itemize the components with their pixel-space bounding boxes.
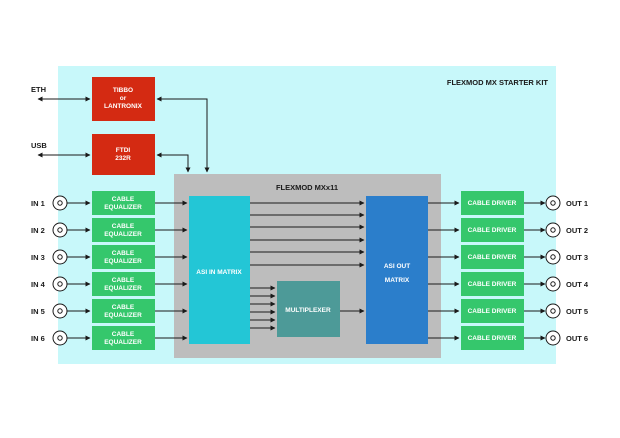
asi-in-label: ASI IN MATRIX: [196, 269, 242, 276]
cable-driver-block: [461, 326, 524, 350]
equalizer-label-line-2: EQUALIZER: [104, 204, 142, 211]
bnc-connector-pin: [550, 335, 556, 341]
cable-driver-label: CABLE DRIVER: [468, 254, 517, 261]
tibbo-line-3: LANTRONIX: [104, 103, 143, 110]
tibbo-line-1: TIBBO: [113, 87, 133, 94]
output-label: OUT 2: [566, 226, 588, 235]
equalizer-label-line-2: EQUALIZER: [104, 258, 142, 265]
equalizer-label-line-1: CABLE: [112, 223, 135, 230]
eth-label: ETH: [31, 85, 46, 94]
cable-driver-label: CABLE DRIVER: [468, 227, 517, 234]
cable-equalizer-block: [92, 272, 155, 296]
equalizer-label-line-1: CABLE: [112, 304, 135, 311]
input-label: IN 1: [31, 199, 45, 208]
ftdi-module-link: [156, 152, 191, 173]
bnc-connector-pin: [550, 200, 556, 206]
bnc-connector-pin: [550, 308, 556, 314]
cable-driver-block: [461, 245, 524, 269]
cable-equalizer-block: [92, 326, 155, 350]
asi-in-matrix: [189, 196, 250, 344]
multiplexer-label: MULTIPLEXER: [285, 307, 331, 314]
bnc-connector-pin: [57, 308, 63, 314]
multiplexer: [277, 281, 340, 337]
equalizer-label-line-2: EQUALIZER: [104, 339, 142, 346]
bnc-connector-pin: [57, 200, 63, 206]
cable-driver-label: CABLE DRIVER: [468, 308, 517, 315]
equalizer-label-line-1: CABLE: [112, 277, 135, 284]
bnc-connector-pin: [550, 254, 556, 260]
ftdi-block: [92, 134, 155, 175]
cable-driver-label: CABLE DRIVER: [468, 281, 517, 288]
tibbo-lantronix-block: [92, 77, 155, 121]
usb-label: USB: [31, 141, 47, 150]
ftdi-line-2: 232R: [115, 155, 131, 162]
cable-driver-block: [461, 299, 524, 323]
equalizer-label-line-1: CABLE: [112, 196, 135, 203]
input-label: IN 5: [31, 307, 45, 316]
cable-driver-block: [461, 191, 524, 215]
bnc-connector-pin: [57, 254, 63, 260]
cable-driver-block: [461, 272, 524, 296]
cable-equalizer-block: [92, 299, 155, 323]
equalizer-label-line-1: CABLE: [112, 250, 135, 257]
bnc-connector-pin: [57, 281, 63, 287]
asi-out-line-1: ASI OUT: [384, 263, 410, 270]
bnc-connector-pin: [57, 335, 63, 341]
ftdi-line-1: FTDI: [116, 147, 131, 154]
in-to-out-arrows: [250, 200, 365, 268]
cable-driver-label: CABLE DRIVER: [468, 200, 517, 207]
equalizer-label-line-2: EQUALIZER: [104, 231, 142, 238]
bnc-connector-pin: [57, 227, 63, 233]
output-label: OUT 5: [566, 307, 588, 316]
equalizer-label-line-1: CABLE: [112, 331, 135, 338]
input-label: IN 2: [31, 226, 45, 235]
output-label: OUT 3: [566, 253, 588, 262]
cable-equalizer-block: [92, 191, 155, 215]
output-label: OUT 1: [566, 199, 588, 208]
input-label: IN 3: [31, 253, 45, 262]
cable-driver-label: CABLE DRIVER: [468, 335, 517, 342]
asi-out-matrix: [366, 196, 428, 344]
cable-equalizer-block: [92, 245, 155, 269]
output-label: OUT 6: [566, 334, 588, 343]
equalizer-label-line-2: EQUALIZER: [104, 285, 142, 292]
input-label: IN 6: [31, 334, 45, 343]
in-to-mux-arrows: [250, 285, 276, 331]
input-label: IN 4: [31, 280, 46, 289]
bnc-connector-pin: [550, 227, 556, 233]
output-label: OUT 4: [566, 280, 589, 289]
module-title: FLEXMOD MXx11: [276, 183, 338, 192]
cable-driver-block: [461, 218, 524, 242]
kit-title: FLEXMOD MX STARTER KIT: [447, 78, 549, 87]
cable-equalizer-block: [92, 218, 155, 242]
bnc-connector-pin: [550, 281, 556, 287]
tibbo-module-link: [156, 96, 210, 173]
equalizer-label-line-2: EQUALIZER: [104, 312, 142, 319]
asi-out-line-2: MATRIX: [385, 277, 410, 284]
tibbo-line-2: or: [120, 95, 127, 102]
